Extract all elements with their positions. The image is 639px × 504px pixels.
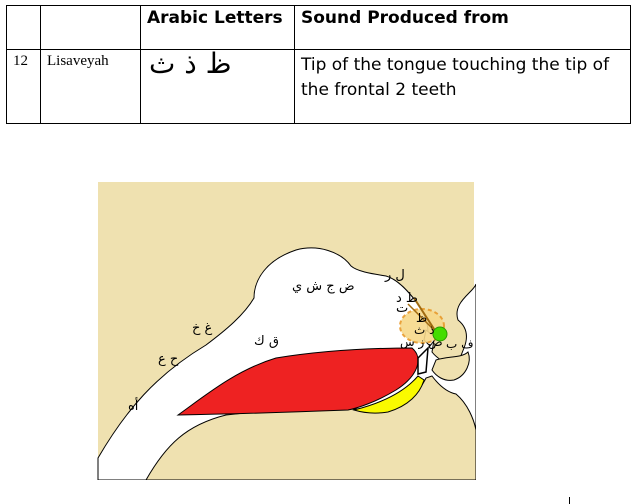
label-qaf-kaf: ق ك: [254, 334, 279, 349]
label-tha-dhal: ذ ث: [414, 323, 434, 337]
label-ta-dal: ط د: [396, 291, 418, 306]
lower-teeth: [417, 346, 429, 375]
header-name: [40, 5, 141, 50]
row-arabic-letters: ظ ذ ث: [140, 49, 295, 124]
label-ta: ت: [396, 301, 408, 316]
label-lips: و م ف ب: [446, 337, 476, 352]
label-throat-deep: أه: [128, 397, 138, 414]
label-lam-ra: ل ر: [384, 268, 405, 283]
label-middle-tongue: ض ج ش ي: [292, 279, 355, 294]
page-mark: [569, 497, 570, 504]
label-throat-mid: ح ع: [158, 352, 179, 367]
pointer-arrow-tail: [407, 303, 435, 331]
label-sad-sin: ص ز س: [400, 335, 443, 350]
header-arabic-letters: Arabic Letters: [140, 5, 295, 50]
pointer-arrow: [413, 297, 437, 333]
row-name: Lisaveyah: [40, 49, 141, 124]
jaw-base: [352, 375, 425, 414]
row-number: 12: [6, 49, 41, 124]
header-sound-produced-from: Sound Produced from: [294, 5, 631, 50]
row-sound-description: Tip of the tongue touching the tip of th…: [294, 49, 631, 124]
table-row: 12 Lisaveyah ظ ذ ث Tip of the tongue tou…: [6, 49, 631, 124]
label-dha: ظ: [416, 311, 427, 325]
header-number: [6, 5, 41, 50]
contact-point: [432, 326, 448, 342]
table-header-row: Arabic Letters Sound Produced from: [6, 5, 631, 50]
label-throat-upper: غ خ: [192, 321, 213, 336]
mouth-articulation-diagram: أه ح ع غ خ ق ك ض ج ش ي ل ر ط د ت ظ ذ ث ص…: [97, 182, 476, 480]
articulation-table: Arabic Letters Sound Produced from 12 Li…: [6, 5, 631, 124]
lower-lip: [431, 351, 470, 381]
